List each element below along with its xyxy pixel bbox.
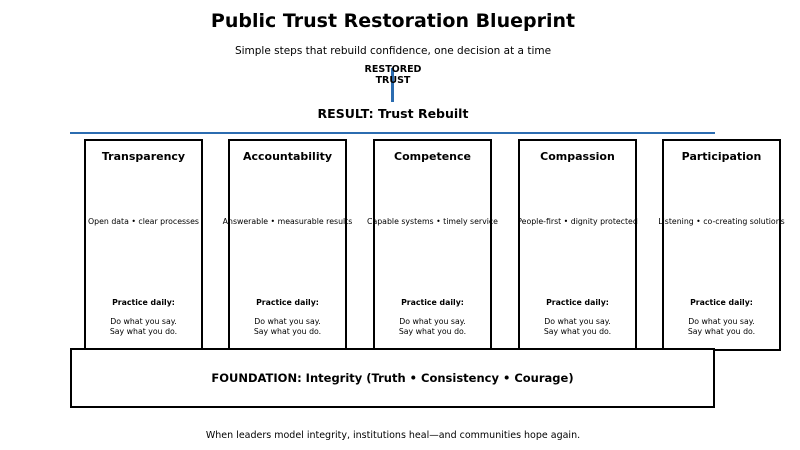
practice-text: Do what you say. Say what you do. (253, 317, 322, 336)
foundation-block: FOUNDATION: Integrity (Truth • Consisten… (70, 348, 715, 408)
pillar-title: Participation (681, 150, 762, 163)
pillar-transparency: Transparency Open data • clear processes… (84, 139, 203, 351)
diagram-subtitle: Simple steps that rebuild confidence, on… (234, 45, 552, 57)
pillar-description: Answerable • measurable results (222, 217, 353, 226)
pillar-participation: Participation Listening • co-creating so… (658, 139, 785, 351)
roof-label: RESTORED TRUST (364, 64, 422, 86)
pillar-compassion: Compassion People-first • dignity protec… (517, 139, 638, 351)
footer-caption: When leaders model integrity, institutio… (205, 430, 581, 441)
pillar-description: People-first • dignity protected (517, 217, 638, 226)
practice-label: Practice daily: (546, 298, 609, 307)
result-label: RESULT: Trust Rebuilt (317, 106, 469, 121)
practice-text: Do what you say. Say what you do. (687, 317, 756, 336)
practice-text: Do what you say. Say what you do. (543, 317, 612, 336)
pillar-accountability: Accountability Answerable • measurable r… (223, 139, 352, 351)
roof-beam (70, 132, 715, 134)
roof-connector (391, 68, 394, 102)
practice-label: Practice daily: (256, 298, 319, 307)
pillar-title: Compassion (540, 150, 615, 163)
diagram-title: Public Trust Restoration Blueprint (210, 10, 576, 32)
practice-text: Do what you say. Say what you do. (109, 317, 178, 336)
pillar-title: Transparency (101, 150, 186, 163)
pillar-description: Capable systems • timely service (367, 217, 498, 226)
pillar-description: Open data • clear processes (88, 217, 199, 226)
pillar-title: Accountability (242, 150, 333, 163)
foundation-label: FOUNDATION: Integrity (Truth • Consisten… (211, 371, 574, 385)
practice-label: Practice daily: (401, 298, 464, 307)
pillar-description: Listening • co-creating solutions (658, 217, 785, 226)
pillar-competence: Competence Capable systems • timely serv… (367, 139, 498, 351)
practice-label: Practice daily: (112, 298, 175, 307)
practice-label: Practice daily: (690, 298, 753, 307)
pillar-title: Competence (394, 150, 471, 163)
practice-text: Do what you say. Say what you do. (398, 317, 467, 336)
